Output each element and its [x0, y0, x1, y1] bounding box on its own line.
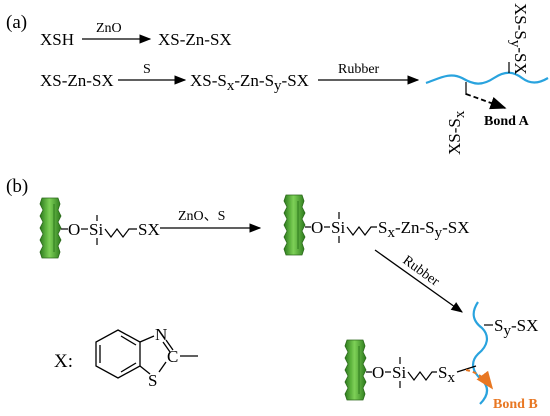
propyl-chain-3	[407, 371, 437, 381]
rubber-chain-a	[425, 71, 549, 85]
reagent-rubber: Rubber	[338, 62, 380, 77]
bond-b-arrow	[465, 369, 494, 390]
silane-2-chain: Sx-Zn-Sy-SX	[378, 218, 470, 241]
silane-3-sx: Sx	[438, 363, 455, 386]
reagent-zno: ZnO	[96, 21, 122, 36]
product-xs-zn-sx: XS-Zn-SX	[158, 30, 232, 49]
panel-b-label: (b)	[6, 176, 28, 197]
product-polysulfide-complex: XS-Sx-Zn-Sy-SX	[190, 71, 309, 94]
silane-1-sx: SX	[138, 220, 160, 239]
silica-rod-3	[344, 339, 367, 401]
bond-b-label: Bond B	[493, 397, 538, 412]
atom-s: S	[148, 371, 157, 390]
reagent-sulfur: S	[143, 62, 151, 77]
panel-a-label: (a)	[6, 12, 27, 33]
reactant-xs-zn-sx: XS-Zn-SX	[40, 71, 114, 90]
bond-a-label: Bond A	[484, 114, 530, 129]
silane-3-oxygen: O	[372, 363, 384, 382]
silane-2-silicon: Si	[331, 218, 345, 237]
atom-n: N	[155, 325, 167, 344]
silane-1-silicon: Si	[89, 220, 103, 239]
silane-3-silicon: Si	[392, 363, 406, 382]
rubber-chain-b	[472, 301, 489, 405]
chain-sy-sx-label: Sy-SX	[494, 316, 538, 339]
propyl-chain-1	[104, 228, 137, 238]
bond-a-arrow	[465, 93, 507, 110]
crosslink-top-label: XS-Sy-SX	[507, 3, 530, 75]
atom-c: C	[167, 347, 178, 366]
silica-rod-1	[39, 197, 62, 259]
propyl-chain-2	[346, 226, 377, 236]
crosslink-bottom-label: XS-Sx	[445, 110, 468, 155]
reagent-zno-s: ZnO、S	[178, 209, 225, 224]
reaction-arrow-b2	[374, 249, 463, 313]
x-definition-label: X:	[54, 351, 73, 372]
silane-1-oxygen: O	[68, 220, 80, 239]
benzothiazole-structure	[95, 329, 198, 379]
reactant-xsh: XSH	[40, 30, 74, 49]
silica-rod-2	[283, 194, 306, 256]
silane-2-oxygen: O	[311, 218, 323, 237]
